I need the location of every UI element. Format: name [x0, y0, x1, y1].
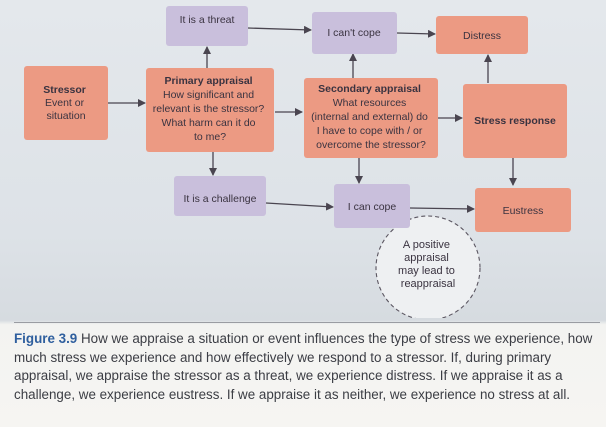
figure-caption-text: How we appraise a situation or event inf… — [14, 331, 593, 402]
connector-arrows — [108, 25, 517, 213]
node-primary-box — [146, 68, 274, 152]
node-secondary-line: What resources — [333, 97, 407, 109]
node-can-cope: I can cope — [334, 184, 410, 228]
node-primary-line: relevant is the stressor? — [153, 103, 265, 115]
arrow-threat-to-cantcope — [247, 25, 312, 34]
node-stressor-text: Stressor Event or situation — [43, 84, 89, 122]
node-primary-appraisal: Primary appraisal How significant and re… — [146, 68, 274, 152]
reappraisal-text: A positive appraisal may lead to reappra… — [398, 239, 458, 290]
node-secondary-line: overcome the stressor? — [316, 139, 426, 151]
node-stressor-title: Stressor — [43, 84, 86, 96]
node-primary-title: Primary appraisal — [164, 75, 252, 87]
node-eustress-box — [475, 188, 571, 232]
node-threat-text: It is a threat — [180, 14, 235, 26]
node-stressor-line: situation — [46, 110, 85, 122]
stress-appraisal-flowchart: A positive appraisal may lead to reappra… — [24, 6, 571, 318]
node-threat-box — [166, 6, 248, 46]
node-challenge-box — [174, 176, 266, 216]
node-cancope-box — [334, 184, 410, 228]
node-cantcope-box — [312, 12, 397, 54]
figure-label: Figure 3.9 — [14, 331, 78, 346]
reappraisal-line: A positive — [403, 239, 450, 251]
node-cantcope-text: I can't cope — [327, 27, 381, 39]
node-stress-response: Stress response — [463, 84, 567, 158]
reappraisal-line: reappraisal — [401, 278, 455, 290]
node-distress-box — [436, 16, 528, 54]
node-primary-line: to me? — [194, 131, 226, 143]
node-eustress-line: Eustress — [503, 205, 544, 217]
node-distress-line: Distress — [463, 30, 501, 42]
node-primary-line: What harm can it do — [162, 117, 256, 129]
reappraisal-line: may lead to — [398, 265, 455, 277]
node-stressresponse-box — [463, 84, 567, 158]
node-cancope-line: I can cope — [348, 201, 397, 213]
node-stressor: Stressor Event or situation — [24, 66, 108, 140]
node-secondary-line: (internal and external) do — [311, 111, 428, 123]
node-challenge: It is a challenge — [174, 176, 266, 216]
arrow-cantcope-to-distress — [396, 29, 436, 38]
figure-caption: Figure 3.9 How we appraise a situation o… — [14, 330, 596, 404]
node-stressor-line: Event or — [45, 97, 85, 109]
node-threat: It is a threat — [166, 6, 248, 46]
arrow-challenge-to-cancope — [265, 202, 334, 211]
node-stressresponse-title: Stress response — [474, 115, 556, 127]
reappraisal-line: appraisal — [404, 252, 449, 264]
node-stressresponse-text: Stress response — [474, 115, 556, 127]
node-distress: Distress — [436, 16, 528, 54]
node-cantcope-line: I can't cope — [327, 27, 381, 39]
node-secondary-box — [304, 78, 438, 158]
node-distress-text: Distress — [463, 30, 501, 42]
node-challenge-line: It is a challenge — [184, 193, 257, 205]
node-primary-line: How significant and — [163, 89, 254, 101]
reappraisal-circle — [375, 215, 481, 318]
caption-divider — [14, 322, 600, 323]
node-eustress-text: Eustress — [503, 205, 544, 217]
node-secondary-line: I have to cope with / or — [317, 125, 423, 137]
node-stressor-box — [24, 66, 108, 140]
node-cancope-text: I can cope — [348, 201, 397, 213]
node-secondary-text: Secondary appraisal What resources (inte… — [311, 83, 431, 151]
node-cant-cope: I can't cope — [312, 12, 397, 54]
arrow-cancope-to-eustress — [409, 204, 475, 213]
node-secondary-appraisal: Secondary appraisal What resources (inte… — [304, 78, 438, 158]
node-primary-text: Primary appraisal How significant and re… — [153, 75, 267, 143]
node-eustress: Eustress — [475, 188, 571, 232]
node-threat-line: It is a threat — [180, 14, 235, 26]
node-challenge-text: It is a challenge — [184, 193, 257, 205]
node-secondary-title: Secondary appraisal — [318, 83, 421, 95]
